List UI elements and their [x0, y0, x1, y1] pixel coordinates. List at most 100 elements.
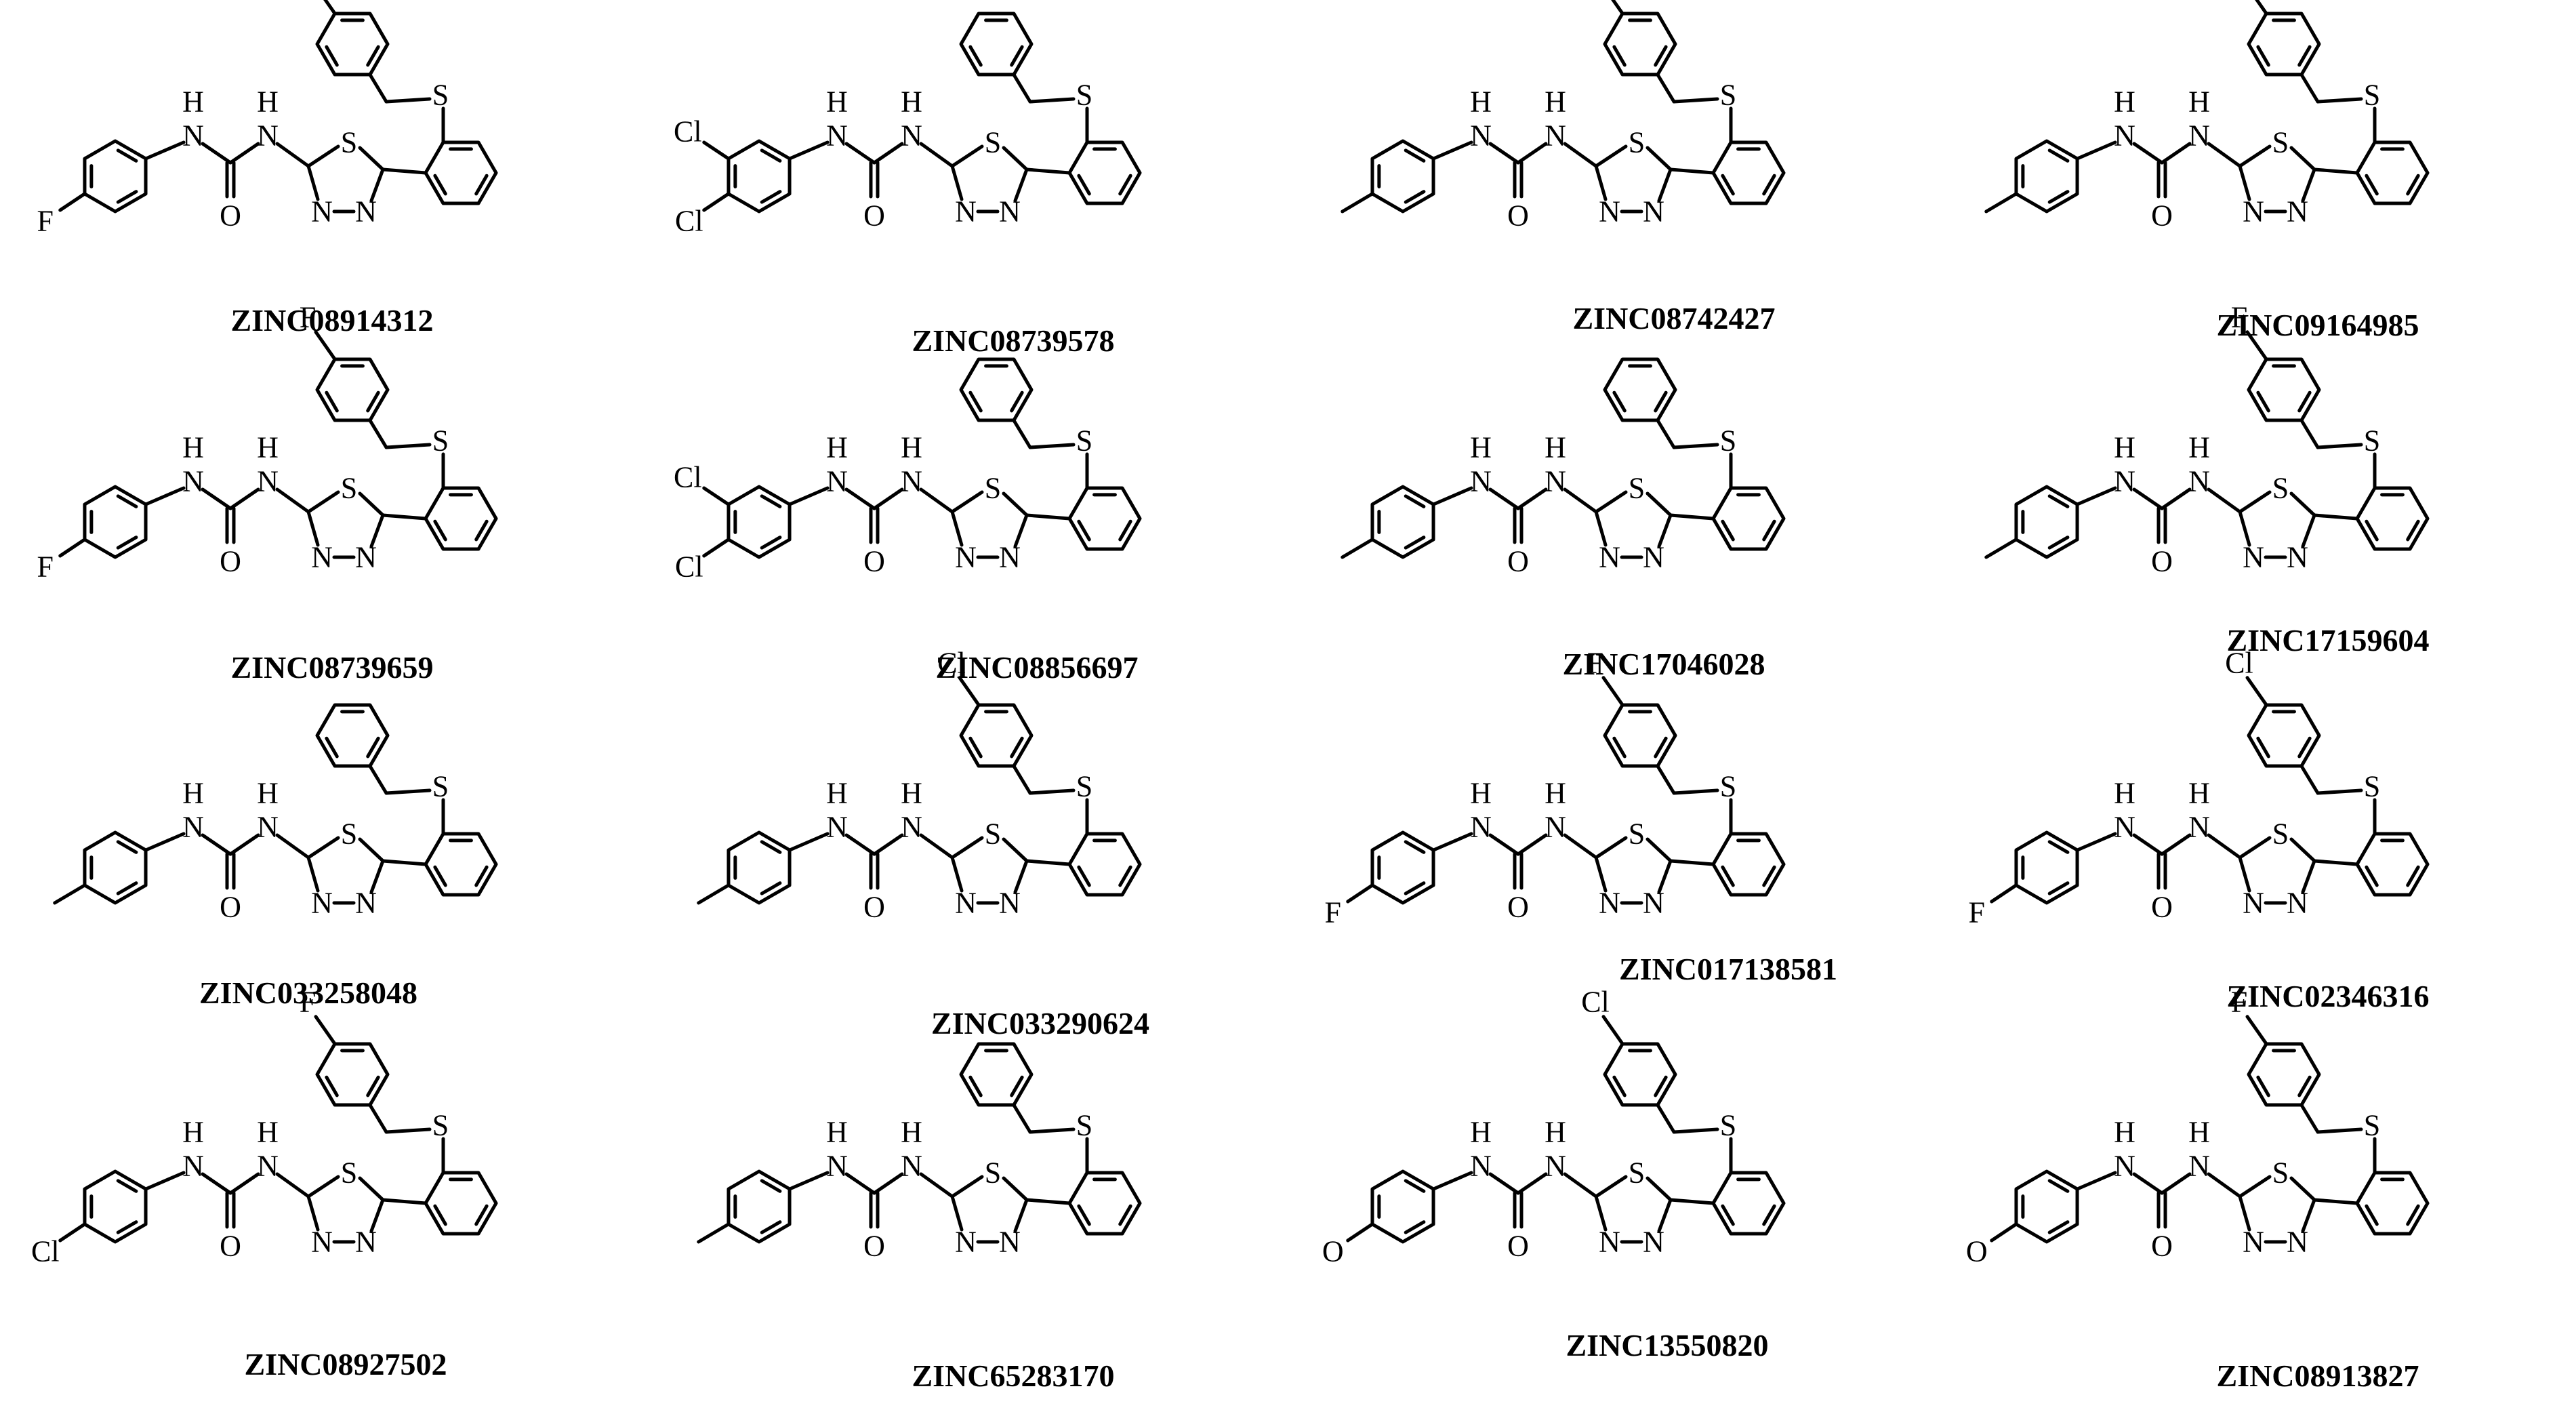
sulfur-atom: S	[2364, 1109, 2380, 1142]
hydrogen-atom: H	[2114, 1116, 2135, 1149]
bond	[872, 142, 904, 165]
bond	[358, 146, 385, 172]
aryl-ring-left	[727, 485, 792, 559]
fluorine-atom: F	[300, 985, 316, 1018]
bond	[1013, 859, 1029, 894]
bond	[2160, 142, 2192, 165]
double-bond	[116, 881, 138, 895]
bond	[306, 144, 340, 168]
methyl-bond	[1984, 192, 2018, 214]
bond	[144, 1171, 186, 1191]
bond	[368, 1103, 388, 1134]
bond	[1657, 167, 1673, 203]
bond	[1013, 513, 1029, 548]
aryl-ring-right	[424, 140, 498, 205]
nitrogen-atom: N	[1643, 1226, 1664, 1259]
double-bond	[760, 881, 782, 895]
bond	[2289, 146, 2316, 172]
aryl-ring-right	[1711, 140, 1786, 205]
nitrogen-atom: N	[311, 195, 333, 228]
bond	[228, 833, 260, 856]
nitrogen-atom: N	[2243, 195, 2264, 228]
compound-structure: NHONHSNNSFZINC08742427	[1341, 0, 1786, 336]
oxygen-atom: O	[220, 545, 241, 578]
bond	[1594, 1175, 1628, 1198]
bond	[1656, 764, 1676, 795]
bond	[2238, 1175, 2272, 1198]
double-bond	[1404, 840, 1426, 854]
nitrogen-atom: N	[2243, 1226, 2264, 1259]
bond	[2312, 1198, 2359, 1205]
bond	[1028, 97, 1076, 104]
bond	[1002, 837, 1029, 863]
double-bond	[2047, 1179, 2070, 1193]
nitrogen-atom: N	[1470, 1150, 1492, 1183]
chlorine-atom: Cl	[674, 461, 702, 494]
compound-id-label: ZINC08856697	[935, 650, 1138, 685]
bond	[2238, 164, 2251, 201]
bond	[1431, 140, 1473, 161]
hydrogen-atom: H	[182, 85, 204, 119]
bond	[306, 164, 320, 201]
aryl-ring-right	[2355, 486, 2430, 551]
double-bond	[760, 494, 782, 508]
nitrogen-atom: N	[2114, 465, 2135, 498]
oxygen-atom: O	[2151, 891, 2173, 924]
sulfur-atom: S	[985, 126, 1001, 159]
nitrogen-atom: N	[355, 195, 377, 228]
aryl-ring-top	[315, 1042, 390, 1107]
nitrogen-atom: N	[1643, 541, 1664, 574]
double-bond	[1077, 1204, 1091, 1226]
bond	[323, 0, 337, 16]
aryl-ring-left	[1370, 830, 1435, 905]
nitrogen-atom: N	[2188, 1150, 2210, 1183]
hydrogen-atom: H	[826, 431, 848, 464]
nitrogen-atom: N	[2114, 1150, 2135, 1183]
bond	[2207, 833, 2242, 860]
double-bond	[968, 1075, 983, 1097]
aryl-ring-top	[315, 357, 390, 422]
bond	[381, 167, 428, 175]
bond	[1346, 883, 1374, 904]
bond	[844, 1172, 876, 1195]
double-bond	[116, 494, 138, 508]
nitrogen-atom: N	[2287, 195, 2308, 228]
bond	[2316, 97, 2363, 104]
bond	[844, 142, 876, 165]
double-bond	[1612, 736, 1627, 759]
bond	[369, 859, 385, 894]
bond	[384, 97, 432, 104]
bond	[2160, 1172, 2192, 1195]
nitrogen-atom: N	[355, 887, 377, 920]
nitrogen-atom: N	[826, 465, 848, 498]
bond	[872, 487, 904, 510]
double-bond	[325, 736, 339, 759]
bond	[1488, 1172, 1520, 1195]
nitrogen-atom: N	[1545, 811, 1566, 844]
bond	[1657, 859, 1673, 894]
double-bond	[2406, 1204, 2420, 1226]
nitrogen-atom: N	[955, 1226, 977, 1259]
bond	[306, 1194, 320, 1232]
bond	[2075, 486, 2117, 506]
double-bond	[2256, 390, 2270, 413]
double-bond	[2256, 1075, 2270, 1097]
double-bond	[1654, 45, 1668, 67]
hydrogen-atom: H	[826, 85, 848, 119]
double-bond	[325, 390, 339, 413]
bond	[2245, 330, 2268, 361]
nitrogen-atom: N	[1643, 195, 1664, 228]
bond	[1002, 1176, 1029, 1202]
bond	[1012, 73, 1032, 104]
bond	[1657, 1198, 1673, 1233]
sulfur-atom: S	[1629, 1156, 1645, 1190]
fluorine-atom: F	[2231, 985, 2247, 1018]
aryl-ring-right	[2355, 1171, 2430, 1236]
aryl-ring-right	[2355, 140, 2430, 205]
sulfur-atom: S	[1629, 126, 1645, 159]
